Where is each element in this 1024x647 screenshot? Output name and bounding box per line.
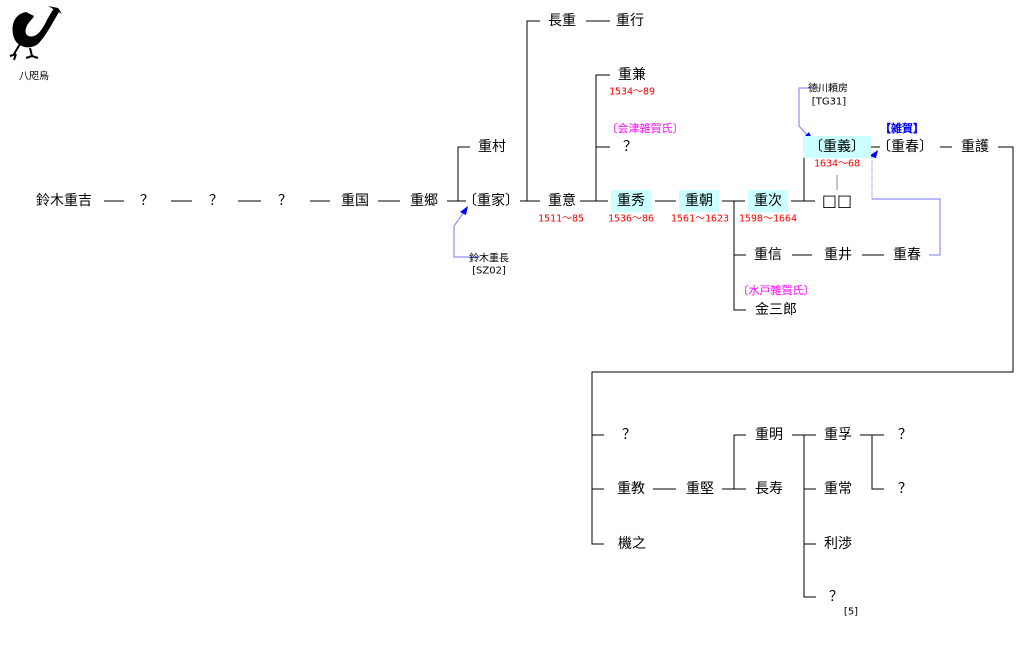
person-shigeoki: 重意 — [548, 193, 576, 209]
ref-tokugawa-code[interactable]: [TG31] — [811, 96, 847, 108]
person-shigenori: 重教 — [617, 481, 645, 497]
clan-label-aizu: 〔会津雑賀氏〕 — [606, 122, 684, 135]
person-nagashige: 長重 — [548, 13, 576, 29]
yatagarasu-crest: 八咫烏 — [4, 4, 64, 83]
person-nagatoshi: 長寿 — [755, 481, 783, 497]
person-shigeharu: 〔重春〕 — [877, 139, 933, 155]
ref-suzuki-code[interactable]: [SZ02] — [472, 265, 506, 277]
dates-shigeoki: 1511〜85 — [537, 213, 585, 225]
dates-shigeyoshi2: 1634〜68 — [813, 158, 861, 170]
crow-icon — [9, 6, 62, 61]
person-kinsaburo: 金三郎 — [755, 302, 797, 318]
person-shigenobu: 重信 — [754, 247, 782, 263]
person-unknown: ？ — [898, 481, 912, 497]
person-shigekata: 重堅 — [686, 481, 714, 497]
clan-label-mito: 〔水戸雑賀氏〕 — [737, 284, 815, 297]
person-unknown: ？ — [623, 139, 637, 155]
dates-shigetsugu: 1598〜1664 — [738, 213, 798, 225]
person-unknown: ？ — [829, 589, 843, 605]
person-shigeyoshi: 鈴木重吉 — [36, 193, 92, 209]
person-shigekuni: 重国 — [341, 193, 369, 209]
person-unknown: ？ — [140, 193, 154, 209]
person-unknown: ？ — [898, 427, 912, 443]
person-unknown: ？ — [278, 193, 292, 209]
person-shigefu: 重孚 — [824, 427, 852, 443]
person-shigetsune: 重常 — [824, 481, 852, 497]
person-shigeaki: 重明 — [755, 427, 783, 443]
person-shigemura: 重村 — [478, 139, 506, 155]
person-shigetomo: 重朝 — [679, 190, 719, 212]
person-shigekane: 重兼 — [618, 67, 646, 83]
person-shigemori: 重護 — [961, 139, 989, 155]
ref-tokugawa-name[interactable]: 徳川頼房 — [808, 83, 848, 95]
dates-shigekane: 1534〜89 — [608, 86, 656, 98]
person-shigei: 重井 — [824, 247, 852, 263]
person-shigeharu2: 重春 — [893, 247, 921, 263]
crest-label: 八咫烏 — [19, 71, 49, 83]
person-unknown: ？ — [622, 427, 636, 443]
dates-shigehide: 1536〜86 — [607, 213, 655, 225]
person-risho: 利渉 — [824, 536, 852, 552]
person-shigesato: 重郷 — [410, 193, 438, 209]
person-kiyuki: 機之 — [618, 536, 646, 552]
ref-suzuki-name[interactable]: 鈴木重長 — [469, 253, 509, 265]
person-shigehide: 重秀 — [611, 190, 651, 212]
dates-shigetomo: 1561〜1623 — [670, 213, 730, 225]
clan-label-saika: 【雑賀】 — [880, 122, 924, 135]
person-shigeyoshi2: 〔重義〕 — [803, 136, 871, 158]
person-shigetsugu: 重次 — [748, 190, 788, 212]
person-shigeyuki: 重行 — [616, 13, 644, 29]
footnote-ref[interactable]: [5] — [843, 606, 859, 618]
person-unnamed: □□ — [821, 191, 853, 210]
person-shigeie: 〔重家〕 — [463, 193, 519, 209]
person-unknown: ？ — [209, 193, 223, 209]
